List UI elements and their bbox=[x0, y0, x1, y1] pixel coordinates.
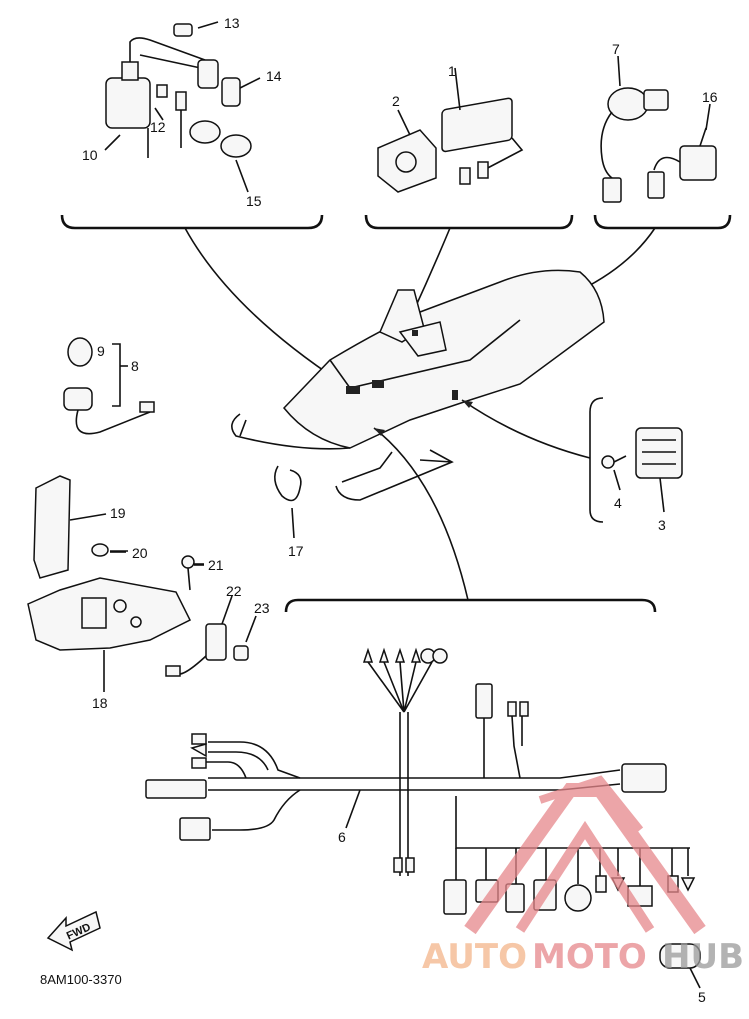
callout-20: 20 bbox=[132, 545, 148, 561]
watermark-logo: AUTO MOTO HUB bbox=[422, 775, 744, 977]
callout-7: 7 bbox=[612, 41, 620, 57]
callout-10: 10 bbox=[82, 147, 98, 163]
callout-17: 17 bbox=[288, 543, 304, 559]
callout-14: 14 bbox=[266, 68, 282, 84]
callout-2: 2 bbox=[392, 93, 400, 109]
bulb-socket-assembly bbox=[63, 337, 155, 435]
mounting-bracket-assembly bbox=[27, 475, 257, 692]
callout-5: 5 bbox=[698, 989, 706, 1005]
harness-group-bracket bbox=[284, 427, 657, 613]
callout-8: 8 bbox=[131, 358, 139, 374]
part-5-holder bbox=[659, 943, 701, 989]
watermark-text-auto: AUTO bbox=[422, 937, 527, 977]
callout-3: 3 bbox=[658, 517, 666, 533]
callout-18: 18 bbox=[92, 695, 108, 711]
callout-19: 19 bbox=[110, 505, 126, 521]
callout-16: 16 bbox=[702, 89, 718, 105]
voltage-regulator-assembly bbox=[461, 397, 683, 523]
snowmobile-body bbox=[231, 269, 605, 501]
forward-direction-arrow: FWD bbox=[46, 910, 101, 952]
callout-15: 15 bbox=[246, 193, 262, 209]
callout-1: 1 bbox=[448, 63, 456, 79]
callout-21: 21 bbox=[208, 557, 224, 573]
ignition-coil-assembly bbox=[104, 21, 261, 193]
wire-harness bbox=[145, 647, 696, 915]
kill-switch-assembly bbox=[647, 103, 717, 199]
diagram-code: 8AM100-3370 bbox=[40, 972, 122, 987]
watermark-text-hub: HUB bbox=[662, 937, 744, 977]
callout-12: 12 bbox=[150, 119, 166, 135]
callout-22: 22 bbox=[226, 583, 242, 599]
clip-part bbox=[274, 465, 302, 539]
callout-9: 9 bbox=[97, 343, 105, 359]
callout-6: 6 bbox=[338, 829, 346, 845]
watermark-text-moto: MOTO bbox=[532, 937, 647, 977]
callout-4: 4 bbox=[614, 495, 622, 511]
cdi-unit-assembly bbox=[377, 67, 524, 193]
main-switch-assembly bbox=[600, 55, 669, 203]
callout-13: 13 bbox=[224, 15, 240, 31]
callout-23: 23 bbox=[254, 600, 270, 616]
group-bracket-ignition bbox=[60, 214, 346, 386]
